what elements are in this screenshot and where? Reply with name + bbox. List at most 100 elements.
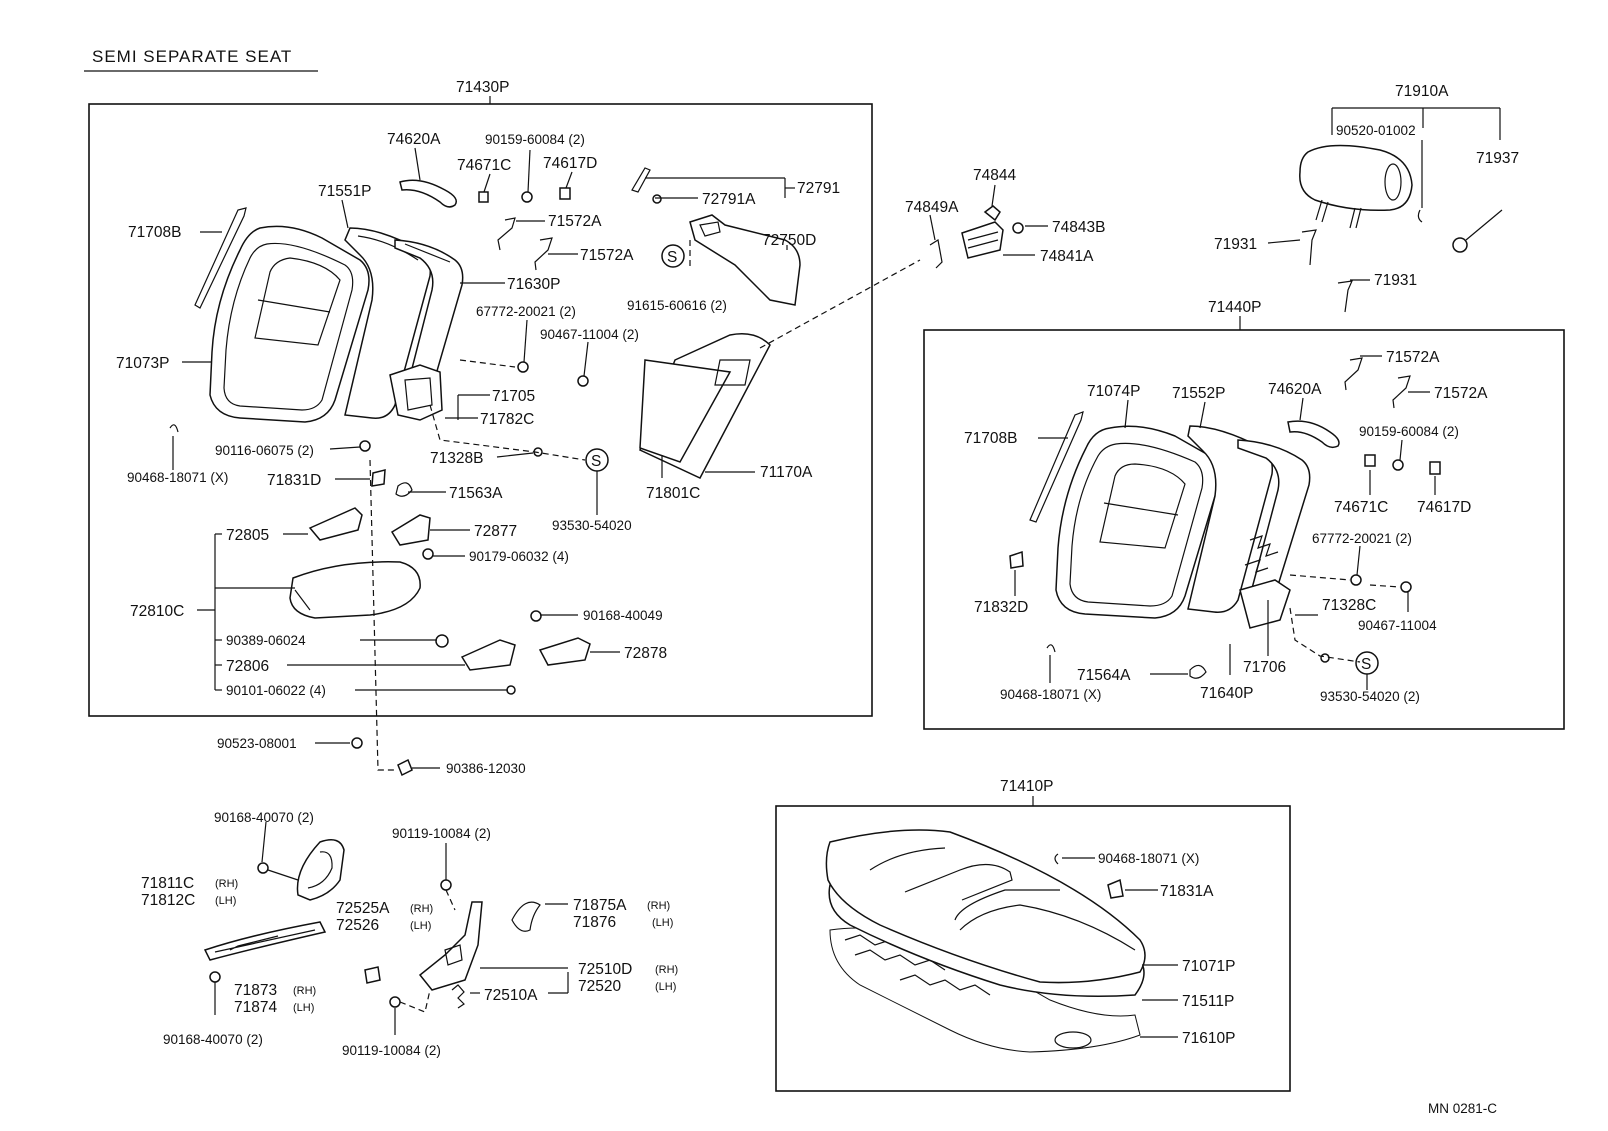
part-label: 71812C [141, 892, 195, 909]
part-label: 90179-06032 (4) [469, 549, 569, 564]
side-label: (LH) [410, 920, 431, 932]
part-label: 72510A [484, 987, 538, 1004]
bracket-72805 [308, 507, 363, 541]
part-label: 90168-40070 (2) [163, 1032, 263, 1047]
part-label: 74617D [1417, 499, 1471, 516]
recliner-72750D [689, 214, 801, 306]
part-label: 67772-20021 (2) [476, 304, 576, 319]
hook-71572A-b [1392, 375, 1411, 409]
part-label: 71630P [507, 276, 560, 293]
group-label-71440P: 71440P [1208, 299, 1261, 316]
leader [267, 869, 299, 881]
part-label: 72510D [578, 961, 632, 978]
part-label: 90101-06022 (4) [226, 683, 326, 698]
seatback-frame-part [394, 239, 464, 397]
part-label: 71610P [1182, 1030, 1235, 1047]
part-label: 90119-10084 (2) [392, 826, 491, 841]
part-label: 71170A [760, 464, 813, 481]
part-label: 90467-11004 (2) [540, 327, 639, 342]
part-label: 93530-54020 (2) [1320, 689, 1420, 704]
part-label: 72750D [762, 232, 816, 249]
leaders [1062, 857, 1178, 1038]
part-label: 74841A [1040, 248, 1094, 265]
part-label: 90168-40070 (2) [214, 810, 314, 825]
leaders [1014, 355, 1436, 690]
part-label: 71552P [1172, 385, 1225, 402]
part-label: 74849A [905, 199, 959, 216]
part-label: 71328C [1322, 597, 1376, 614]
side-label: (RH) [647, 900, 670, 912]
cover-71811C [296, 839, 345, 901]
leader [1465, 209, 1503, 241]
dash [459, 359, 516, 368]
side-label: (LH) [655, 981, 676, 993]
clip-90468 [1046, 644, 1056, 653]
screw-90168 [209, 971, 221, 983]
hinge-bracket-part [389, 364, 443, 421]
part-label: 72526 [336, 917, 379, 934]
part-label: 71563A [449, 485, 503, 502]
screw-90101 [506, 685, 516, 695]
group-label-71910A: 71910A [1395, 83, 1449, 100]
part-label: 71875A [573, 897, 627, 914]
dash [1369, 584, 1401, 588]
spring-72510A [451, 984, 465, 1009]
side-label: (LH) [652, 917, 673, 929]
hinge-bracket-part [1239, 579, 1291, 629]
symbol-s-text: S [1361, 656, 1371, 673]
part-label: 90468-18071 (X) [1098, 851, 1199, 866]
seatback-frame-part [1237, 439, 1311, 597]
part-label: 90389-06024 [226, 633, 306, 648]
clip-74844 [983, 205, 1001, 222]
part-label: 71873 [234, 982, 277, 999]
part-label: 72877 [474, 523, 517, 540]
nut-90467 [1400, 581, 1412, 593]
part-label: 71511P [1182, 993, 1234, 1010]
cap-71831D [371, 469, 386, 487]
part-label: 90159-60084 (2) [485, 132, 585, 147]
cap-71937 [1452, 237, 1468, 253]
part-label: 93530-54020 [552, 518, 632, 533]
part-label: 71071P [1182, 958, 1235, 975]
bracket-72878 [538, 637, 591, 666]
part-label: 72878 [624, 645, 667, 662]
knob-71875A [511, 901, 541, 932]
part-label: 71708B [964, 430, 1017, 447]
part-label: 71782C [480, 411, 534, 428]
part-label: 71708B [128, 224, 181, 241]
dash [759, 259, 921, 349]
part-label: 72810C [130, 603, 184, 620]
handle-74620A [1287, 420, 1340, 449]
symbol-s-text: S [591, 453, 601, 470]
bolt-67772 [517, 361, 529, 373]
bolt-90179 [422, 548, 434, 560]
back-board-part [639, 333, 771, 479]
hook-71572A-b [534, 237, 553, 271]
bolt-90168 [530, 610, 542, 622]
part-label: 72791 [797, 180, 840, 197]
clip-90468 [1054, 853, 1059, 865]
bolt-90159 [1392, 459, 1404, 471]
part-label: 74617D [543, 155, 597, 172]
part-label: 71931 [1214, 236, 1257, 253]
headrest-part [1299, 144, 1413, 229]
group-label-71430P: 71430P [456, 79, 509, 96]
part-label: 72525A [336, 900, 390, 917]
part-label: 90467-11004 [1358, 618, 1437, 633]
part-label: 71931 [1374, 272, 1417, 289]
part-label: 71572A [1386, 349, 1440, 366]
bushing-90389 [435, 634, 449, 648]
part-label: 74671C [457, 157, 511, 174]
dash [429, 404, 586, 461]
dash [1289, 607, 1361, 663]
side-label: (RH) [293, 985, 316, 997]
side-label: (RH) [215, 878, 238, 890]
nut-74843B [1012, 222, 1024, 234]
part-label: 72791A [702, 191, 756, 208]
part-label: 90523-08001 [217, 736, 297, 751]
leaders [929, 184, 1048, 256]
rod-71708B [194, 207, 247, 309]
cover-74841A [961, 221, 1004, 259]
part-label: 71832D [974, 599, 1028, 616]
clip-74617D [1429, 461, 1441, 475]
